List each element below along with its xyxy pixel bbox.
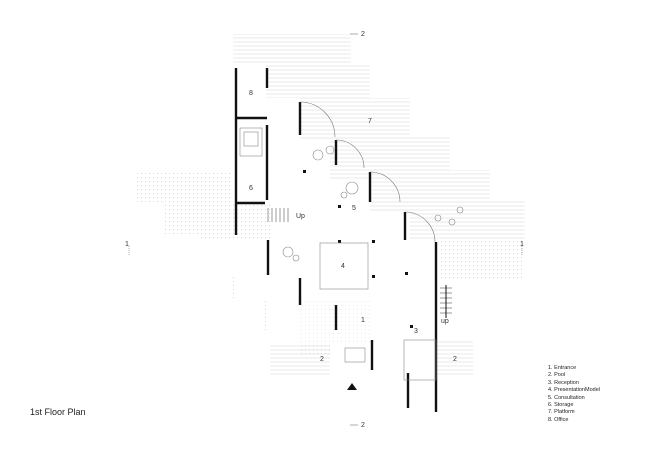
furniture (239, 127, 464, 381)
section-markers (128, 33, 523, 426)
section-marker-top: 2 (361, 31, 365, 38)
door-swings (299, 101, 436, 243)
room-number-pool-right: 2 (453, 356, 457, 363)
stair-label-lower: up (441, 318, 449, 325)
room-number-storage: 6 (249, 185, 253, 192)
room-number-entrance: 1 (361, 317, 365, 324)
entrance-arrow-icon (347, 383, 357, 390)
legend-item: 1. Entrance (548, 365, 577, 371)
room-number-pool-left: 2 (320, 356, 324, 363)
plan-title: 1st Floor Plan (30, 407, 86, 417)
room-legend: 1. Entrance 2. Pool 3. Reception 4. Pres… (548, 365, 600, 424)
stairs (267, 208, 452, 318)
legend-item: 5. Consultation (548, 394, 585, 401)
walls (234, 68, 438, 412)
legend-item: 8. Office (548, 416, 569, 423)
room-number-presentation: 4 (341, 263, 345, 270)
section-marker-right: 1 (520, 241, 524, 248)
terrace-hatching (135, 34, 525, 376)
legend-item: 6. Storage (548, 402, 574, 409)
columns (303, 170, 413, 328)
legend-item: 7. Platform (548, 409, 575, 416)
legend-item: 4. PresentationModel (548, 387, 600, 394)
room-number-office: 8 (249, 90, 253, 97)
legend-item: 2. Pool (548, 372, 566, 379)
room-number-consultation: 5 (352, 205, 356, 212)
legend-item: 3. Reception (548, 379, 579, 386)
room-number-platform: 7 (368, 118, 372, 125)
section-marker-left: 1 (125, 241, 129, 248)
stair-label-upper: Up (296, 213, 305, 220)
section-marker-bottom: 2 (361, 422, 365, 429)
room-number-reception: 3 (414, 328, 418, 335)
